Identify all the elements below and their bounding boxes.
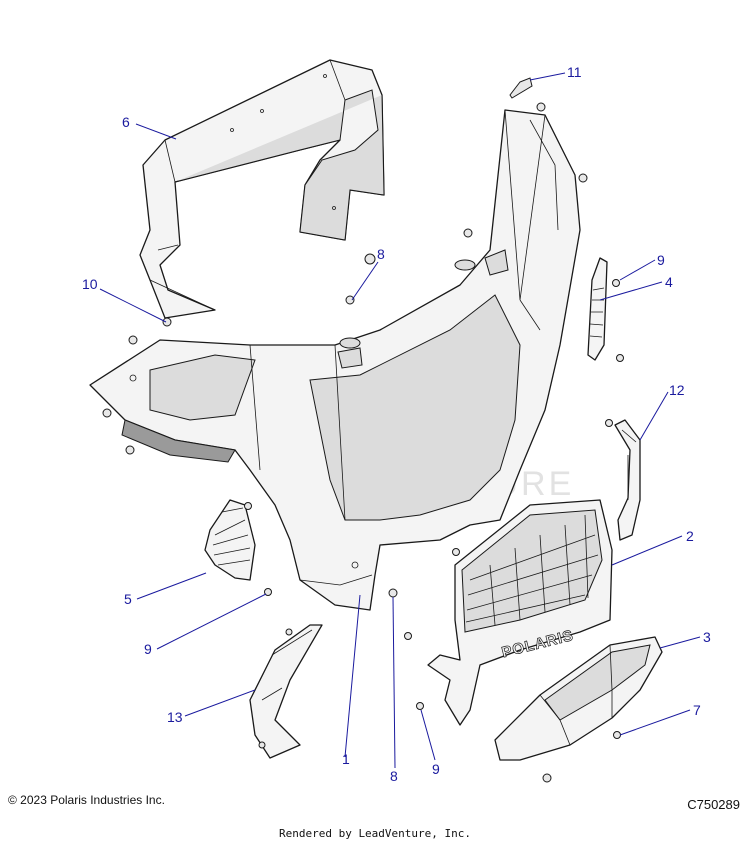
part-12-trim-strip — [614, 419, 641, 541]
copyright-text: © 2023 Polaris Industries Inc. — [8, 793, 165, 807]
callout-2: 2 — [686, 528, 694, 544]
fasteners — [102, 77, 624, 783]
part-3-lower-closeoff — [494, 636, 663, 761]
callout-7: 7 — [693, 702, 701, 718]
part-4-reflector-strip — [587, 257, 608, 361]
callout-10: 10 — [82, 276, 98, 292]
callout-8-upper: 8 — [377, 246, 385, 262]
diagram-code: C750289 — [687, 797, 740, 812]
part-1-front-frame — [89, 109, 581, 611]
callout-3: 3 — [703, 629, 711, 645]
leader-lines — [99, 72, 701, 769]
rendered-by-text: Rendered by LeadVenture, Inc. — [278, 827, 472, 840]
callout-6: 6 — [122, 114, 130, 130]
callout-12: 12 — [669, 382, 685, 398]
part-13-trim-strip — [249, 624, 323, 759]
callout-labels: 1 2 3 4 5 6 7 8 8 9 9 9 10 11 12 13 — [82, 64, 711, 784]
callout-5: 5 — [124, 591, 132, 607]
part-5-side-vent — [204, 499, 256, 581]
callout-9-left: 9 — [144, 641, 152, 657]
callout-9-bottom: 9 — [432, 761, 440, 777]
callout-1: 1 — [342, 751, 350, 767]
callout-13: 13 — [167, 709, 183, 725]
callout-4: 4 — [665, 274, 673, 290]
callout-8-lower: 8 — [390, 768, 398, 784]
callout-9-right: 9 — [657, 252, 665, 268]
part-6-upper-shroud — [139, 59, 385, 319]
callout-11: 11 — [567, 64, 582, 80]
